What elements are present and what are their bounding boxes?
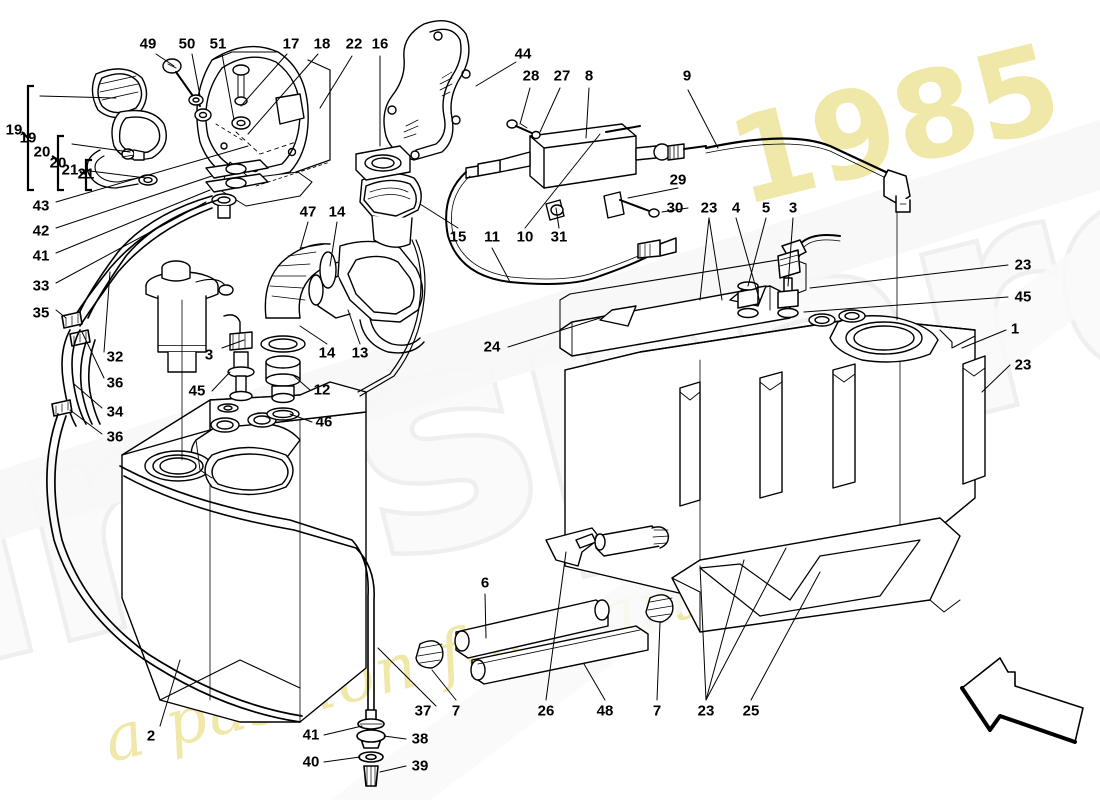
callout-20: 20 <box>33 143 51 161</box>
callout-39: 39 <box>411 757 429 775</box>
bracket-label-20: 20 <box>49 154 67 172</box>
callout-49: 49 <box>139 35 157 53</box>
callout-36: 36 <box>106 428 124 446</box>
callout-51: 51 <box>209 35 227 53</box>
fuel-pump-sender <box>145 260 234 461</box>
callout-24: 24 <box>483 338 501 356</box>
callout-41: 41 <box>302 726 320 744</box>
forward-direction-arrow <box>960 657 1084 744</box>
left-fuel-tank <box>121 381 367 723</box>
heat-shield-44 <box>383 20 471 161</box>
callout-22: 22 <box>345 35 363 53</box>
callout-27: 27 <box>553 67 571 85</box>
tank-support-plate <box>671 517 961 633</box>
callout-45: 45 <box>1014 288 1032 306</box>
callout-3: 3 <box>788 199 798 217</box>
callout-25: 25 <box>742 702 760 720</box>
callout-36: 36 <box>106 374 124 392</box>
vent-hoses-left <box>46 195 303 723</box>
callout-31: 31 <box>550 228 568 246</box>
callout-2: 2 <box>146 727 156 745</box>
callout-41: 41 <box>32 247 50 265</box>
callout-9: 9 <box>682 67 692 85</box>
callout-7: 7 <box>652 702 662 720</box>
callout-23: 23 <box>697 702 715 720</box>
bolts-17-18 <box>231 64 251 130</box>
fuel-lines <box>445 125 911 321</box>
callout-45: 45 <box>188 382 206 400</box>
callout-28: 28 <box>522 67 540 85</box>
callout-19: 19 <box>5 121 23 139</box>
bracket-label-21: 21 <box>77 165 95 183</box>
hoses-6-48 <box>415 525 674 685</box>
callout-4: 4 <box>731 199 741 217</box>
callout-44: 44 <box>514 45 532 63</box>
callout-15: 15 <box>449 228 467 246</box>
callout-7: 7 <box>451 702 461 720</box>
callout-23: 23 <box>700 199 718 217</box>
callout-33: 33 <box>32 277 50 295</box>
callout-1: 1 <box>1010 320 1020 338</box>
callout-38: 38 <box>411 730 429 748</box>
callout-32: 32 <box>106 348 124 366</box>
callout-34: 34 <box>106 403 124 421</box>
callout-3: 3 <box>204 346 214 364</box>
callout-23: 23 <box>1014 256 1032 274</box>
callout-30: 30 <box>666 199 684 217</box>
callout-40: 40 <box>302 753 320 771</box>
screw-49-50-51 <box>162 58 212 122</box>
callout-16: 16 <box>371 35 389 53</box>
callout-13: 13 <box>351 344 369 362</box>
right-fuel-tank <box>564 309 986 599</box>
callout-14: 14 <box>328 203 346 221</box>
bracket-label-19: 19 <box>19 129 37 146</box>
callout-14: 14 <box>318 344 336 362</box>
callout-12: 12 <box>313 381 331 399</box>
callout-35: 35 <box>32 304 50 322</box>
callout-47: 47 <box>299 203 317 221</box>
callout-29: 29 <box>669 171 687 189</box>
callout-21: 21 <box>61 161 79 179</box>
callout-37: 37 <box>414 702 432 720</box>
callout-17: 17 <box>282 35 300 53</box>
fuel-filter-8 <box>465 119 707 221</box>
callout-6: 6 <box>480 574 490 592</box>
callout-8: 8 <box>584 67 594 85</box>
callout-11: 11 <box>484 228 500 246</box>
callout-18: 18 <box>313 35 331 53</box>
callout-43: 43 <box>32 197 50 215</box>
filler-flange-gaskets <box>205 159 269 219</box>
callout-42: 42 <box>32 222 50 240</box>
callout-26: 26 <box>537 702 555 720</box>
callout-48: 48 <box>596 702 614 720</box>
leader-lines <box>39 53 1011 773</box>
callout-23: 23 <box>1014 356 1032 374</box>
callout-50: 50 <box>178 35 196 53</box>
fuel-cap-assembly <box>86 68 167 189</box>
callout-10: 10 <box>516 228 534 246</box>
callout-5: 5 <box>761 199 771 217</box>
callout-46: 46 <box>315 413 333 431</box>
crossover-pipe <box>217 145 426 421</box>
breather-hose-37 <box>119 465 386 787</box>
